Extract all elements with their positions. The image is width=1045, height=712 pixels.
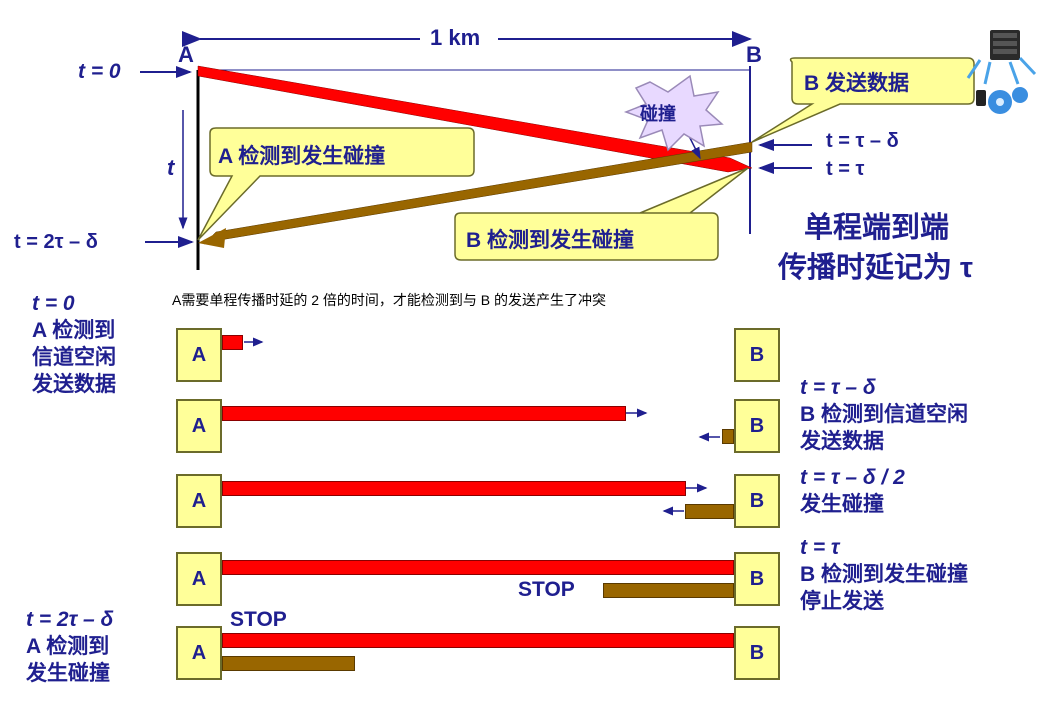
step2-brown-signal	[722, 429, 734, 444]
one-way-delay-line1: 单程端到端	[804, 212, 950, 244]
step5-station-a: A	[176, 626, 222, 680]
step3-right-line1: 发生碰撞	[800, 493, 884, 516]
step3-red-signal	[222, 481, 686, 496]
step1-red-signal	[222, 335, 243, 350]
step1-left-text: t = 0 A 检测到 信道空闲 发送数据	[32, 290, 116, 398]
step4-brown-signal	[603, 583, 734, 598]
step2-right-text: t = τ – δ B 检测到信道空闲 发送数据	[800, 374, 968, 455]
station-a-label: A	[178, 42, 194, 67]
t-axis-label: t	[167, 155, 175, 180]
callout-a-detect	[197, 127, 475, 241]
explanation-note: A需要单程传播时延的 2 倍的时间，才能检测到与 B 的发送产生了冲突	[172, 292, 607, 308]
step4-stop-label: STOP	[518, 578, 575, 601]
step2-right-line2: 发送数据	[800, 430, 884, 453]
step1-left-line1: A 检测到	[32, 319, 116, 342]
callout-b-detect-text: B 检测到发生碰撞	[466, 229, 634, 252]
step2-red-signal	[222, 406, 626, 421]
collision-burst	[623, 74, 724, 152]
step1-left-line2: 信道空闲	[32, 346, 116, 369]
step3-station-a: A	[176, 474, 222, 528]
step1-station-b: B	[734, 328, 780, 382]
t0-label: t = 0	[78, 60, 121, 83]
step5-left-line0: t = 2τ – δ	[26, 608, 114, 631]
step4-right-line0: t = τ	[800, 536, 840, 559]
step5-brown-signal	[222, 656, 355, 671]
step2-right-line1: B 检测到信道空闲	[800, 403, 968, 426]
step5-left-line1: A 检测到	[26, 635, 110, 658]
signal-a-red	[197, 65, 753, 173]
step1-left-line3: 发送数据	[32, 373, 116, 396]
step3-right-line0: t = τ – δ / 2	[800, 466, 905, 489]
callout-a-detect-text: A 检测到发生碰撞	[218, 145, 386, 168]
collision-label: 碰撞	[640, 104, 676, 124]
step5-stop-label: STOP	[230, 608, 287, 631]
step2-station-b: B	[734, 399, 780, 453]
callout-b-send	[751, 57, 975, 143]
step5-left-line2: 发生碰撞	[26, 662, 110, 685]
step4-right-text: t = τ B 检测到发生碰撞 停止发送	[800, 534, 968, 615]
step4-station-b: B	[734, 552, 780, 606]
step1-station-a: A	[176, 328, 222, 382]
t-2tau-delta-label: t = 2τ – δ	[14, 231, 98, 253]
t-tau-minus-delta-label: t = τ – δ	[826, 130, 899, 152]
step4-right-line1: B 检测到发生碰撞	[800, 563, 968, 586]
step5-red-signal	[222, 633, 734, 648]
network-icon	[966, 30, 1037, 114]
step4-station-a: A	[176, 552, 222, 606]
step5-station-b: B	[734, 626, 780, 680]
step2-station-a: A	[176, 399, 222, 453]
callout-b-detect	[454, 167, 749, 261]
step4-red-signal	[222, 560, 734, 575]
step1-left-line0: t = 0	[32, 292, 75, 315]
one-way-delay-line2: 传播时延记为 τ	[778, 252, 973, 284]
distance-label: 1 km	[430, 25, 481, 50]
timing-diagram	[140, 30, 1037, 270]
step2-right-line0: t = τ – δ	[800, 376, 876, 399]
step3-brown-signal	[685, 504, 734, 519]
callout-b-send-text: B 发送数据	[804, 72, 909, 95]
step3-station-b: B	[734, 474, 780, 528]
step5-left-text: t = 2τ – δ A 检测到 发生碰撞	[26, 606, 113, 687]
t-tau-label: t = τ	[826, 158, 865, 180]
step3-right-text: t = τ – δ / 2 发生碰撞	[800, 464, 905, 518]
station-b-label: B	[746, 42, 762, 67]
signal-b-arrowhead	[198, 228, 226, 248]
step4-right-line2: 停止发送	[800, 590, 884, 613]
